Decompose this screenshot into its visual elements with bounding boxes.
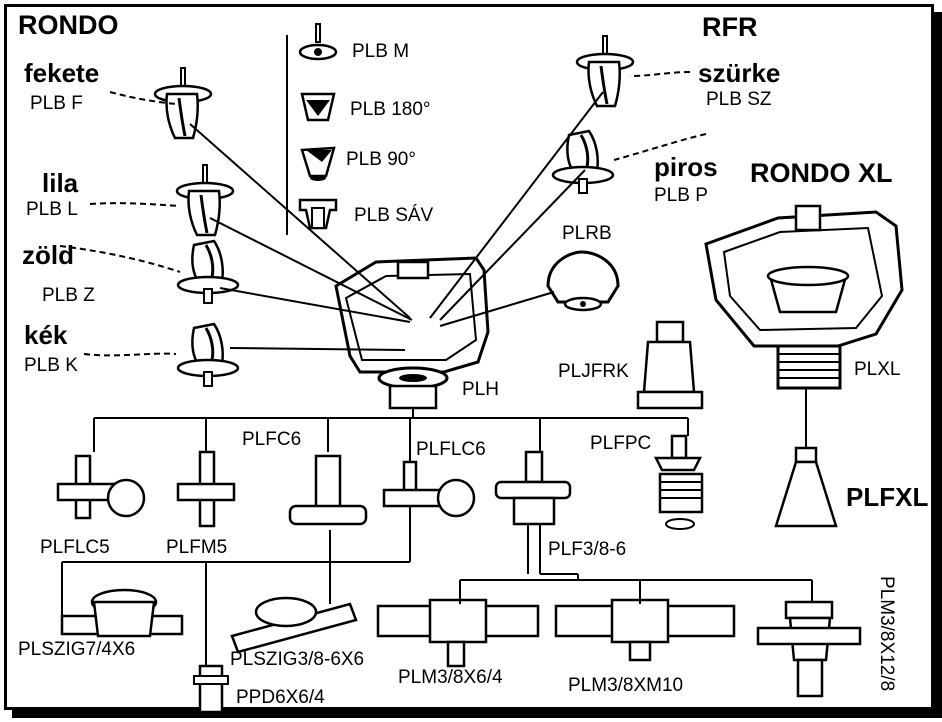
code-plb-f: PLB F xyxy=(30,93,83,114)
plb-k-part xyxy=(176,322,240,388)
code-plflc6: PLFLC6 xyxy=(416,439,486,460)
plm-x64-part xyxy=(376,598,540,668)
plszig38-part xyxy=(230,596,358,654)
code-plszig38: PLSZIG3/8-6X6 xyxy=(230,649,365,670)
code-plfpc: PLFPC xyxy=(590,433,652,454)
code-plh: PLH xyxy=(462,379,499,400)
plfm5-part xyxy=(176,450,236,528)
leader-lines xyxy=(59,71,707,357)
plflc5-part xyxy=(56,454,146,520)
plb-sav-icon xyxy=(298,198,338,230)
code-plfm5: PLFM5 xyxy=(166,537,228,558)
code-plb-180: PLB 180° xyxy=(350,99,431,120)
code-plb-sav: PLB SÁV xyxy=(354,205,434,226)
plfc6-part xyxy=(288,454,368,526)
code-plb-90: PLB 90° xyxy=(346,149,416,170)
code-pljfrk: PLJFRK xyxy=(558,361,629,382)
plfpc-part xyxy=(653,434,704,530)
plb-sz-part xyxy=(575,34,635,108)
code-plb-p: PLB P xyxy=(654,185,708,206)
plb-p-part xyxy=(551,129,615,195)
color-lila: lila xyxy=(42,168,79,198)
plrb-cap xyxy=(546,250,620,312)
code-plf38-6: PLF3/8-6 xyxy=(548,539,627,560)
plb-m-icon xyxy=(298,23,338,61)
pljfrk-part xyxy=(636,320,704,410)
code-plb-z: PLB Z xyxy=(42,285,95,306)
plm-xm10-part xyxy=(554,598,736,662)
plb-90-icon xyxy=(300,146,336,181)
connection-tree xyxy=(61,388,813,666)
color-szurke: szürke xyxy=(698,58,781,88)
code-plm-xm10: PLM3/8XM10 xyxy=(568,675,684,696)
plb-180-icon xyxy=(300,92,336,122)
code-plflc5: PLFLC5 xyxy=(40,537,110,558)
code-plrb: PLRB xyxy=(562,223,612,244)
code-plfc6: PLFC6 xyxy=(242,429,302,450)
color-kek: kék xyxy=(24,320,68,350)
heading-rondo: RONDO xyxy=(18,10,119,40)
color-fekete: fekete xyxy=(24,58,100,88)
plszig7-part xyxy=(60,588,184,638)
code-ppd: PPD6X6/4 xyxy=(236,687,325,708)
code-plm-x128: PLM3/8X12/8 xyxy=(876,576,897,692)
color-zold: zöld xyxy=(22,240,74,270)
color-piros: piros xyxy=(654,152,718,182)
heading-rfr: RFR xyxy=(702,12,758,42)
code-plszig7: PLSZIG7/4X6 xyxy=(18,639,136,660)
code-plb-l: PLB L xyxy=(26,199,78,220)
plb-z-part xyxy=(176,239,240,305)
code-plxl: PLXL xyxy=(854,359,901,380)
rondo-xl-housing xyxy=(704,204,904,390)
code-plb-k: PLB K xyxy=(24,355,78,376)
plflc6-part xyxy=(382,460,476,518)
plfxl-cone xyxy=(774,446,838,528)
code-plfxl: PLFXL xyxy=(846,482,929,512)
plm-x128-part xyxy=(756,600,862,698)
code-plm-x64: PLM3/8X6/4 xyxy=(398,667,503,688)
code-plb-sz: PLB SZ xyxy=(706,89,772,110)
ppd-part xyxy=(193,664,229,714)
heading-rondo-xl: RONDO XL xyxy=(750,158,893,188)
code-plb-m: PLB M xyxy=(352,41,410,62)
plf38-6-part xyxy=(494,450,572,526)
